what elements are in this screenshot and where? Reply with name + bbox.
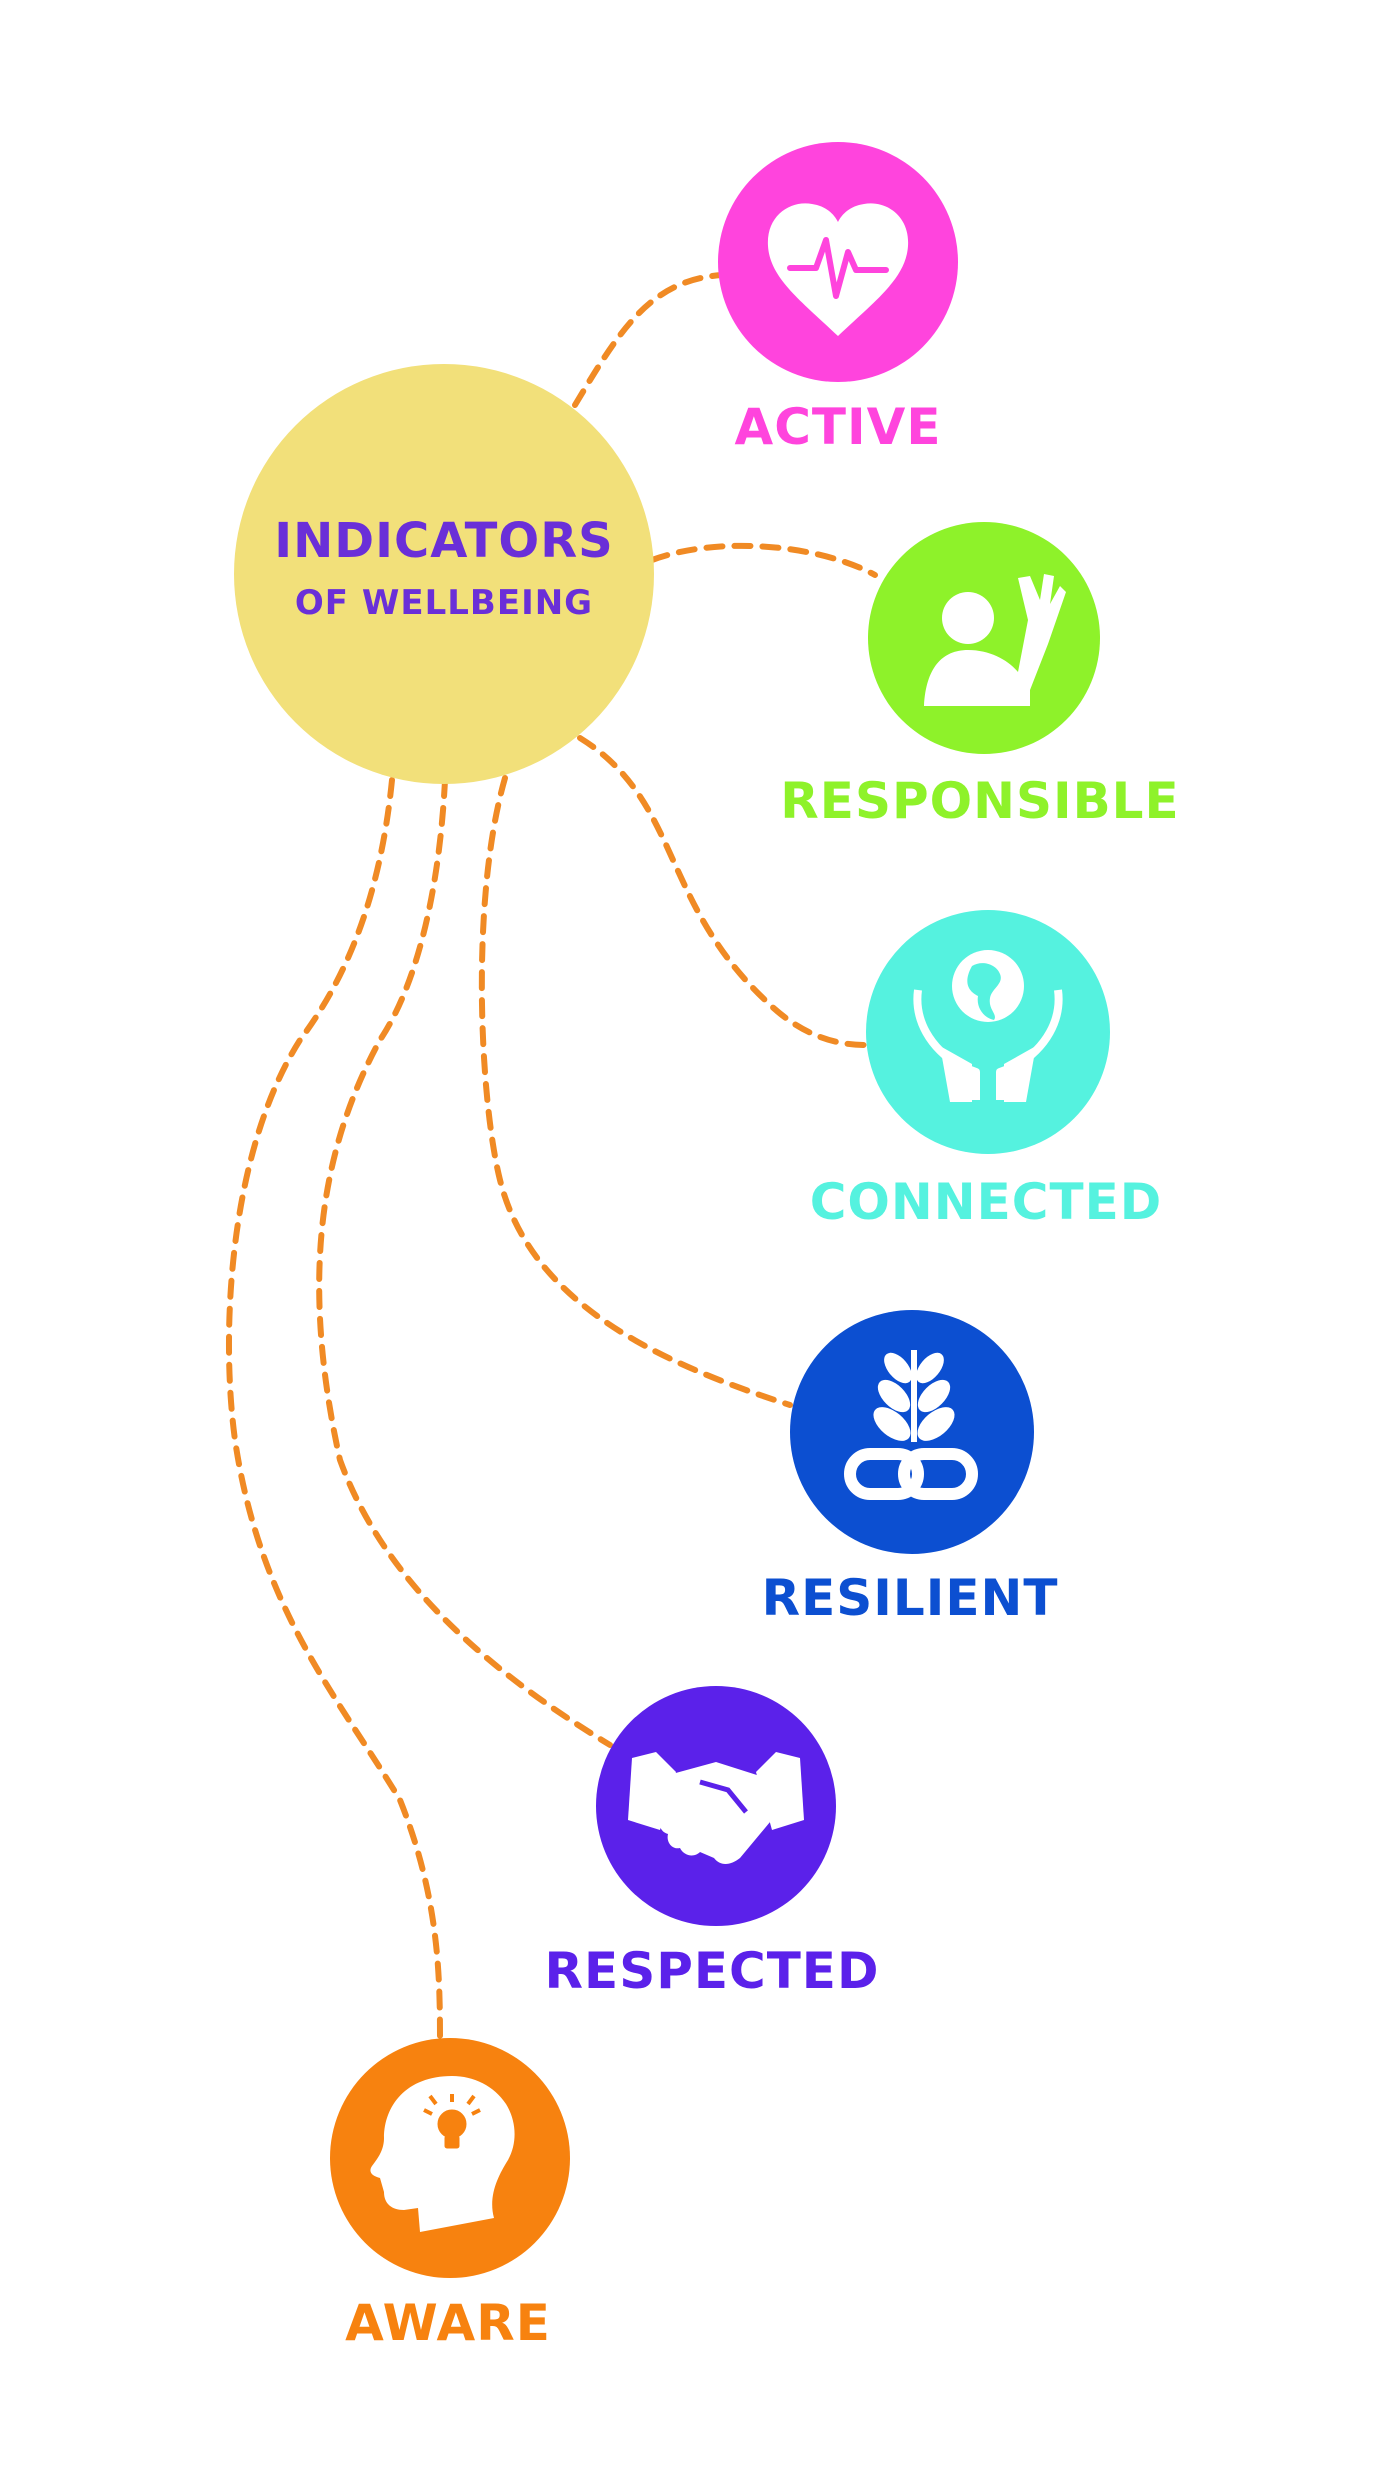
head-lightbulb-icon [370, 2076, 515, 2232]
connector-active [572, 272, 725, 408]
label-respected: RESPECTED [545, 1942, 880, 2000]
hub-circle [234, 364, 654, 784]
plant-chain-icon [844, 1350, 978, 1500]
hub-title-line2: OF WELLBEING [295, 583, 593, 623]
label-resilient: RESILIENT [762, 1569, 1059, 1627]
label-active: ACTIVE [735, 398, 942, 456]
connector-responsible [649, 542, 878, 578]
label-aware: AWARE [345, 2294, 551, 2352]
hub-title-line1: INDICATORS [274, 513, 613, 569]
hub-node: INDICATORS OF WELLBEING [234, 364, 654, 784]
indicator-responsible: RESPONSIBLE [780, 522, 1179, 830]
indicator-resilient: RESILIENT [762, 1310, 1059, 1627]
label-responsible: RESPONSIBLE [780, 772, 1179, 830]
connector-resilient [478, 775, 793, 1408]
connector-aware [226, 777, 443, 2048]
indicator-respected: RESPECTED [545, 1686, 880, 2000]
heart-pulse-icon [767, 203, 909, 336]
handshake-icon [628, 1752, 804, 1864]
connector-connected [577, 735, 868, 1048]
connected-circle [866, 910, 1110, 1154]
indicator-connected: CONNECTED [810, 910, 1163, 1231]
label-connected: CONNECTED [810, 1173, 1163, 1231]
connector-respected [316, 777, 613, 1748]
indicator-aware: AWARE [330, 2038, 570, 2352]
connectors [226, 272, 878, 2048]
indicator-active: ACTIVE [718, 142, 958, 456]
hands-holding-globe-icon [913, 950, 1063, 1102]
raised-hand-person-icon [924, 574, 1066, 706]
